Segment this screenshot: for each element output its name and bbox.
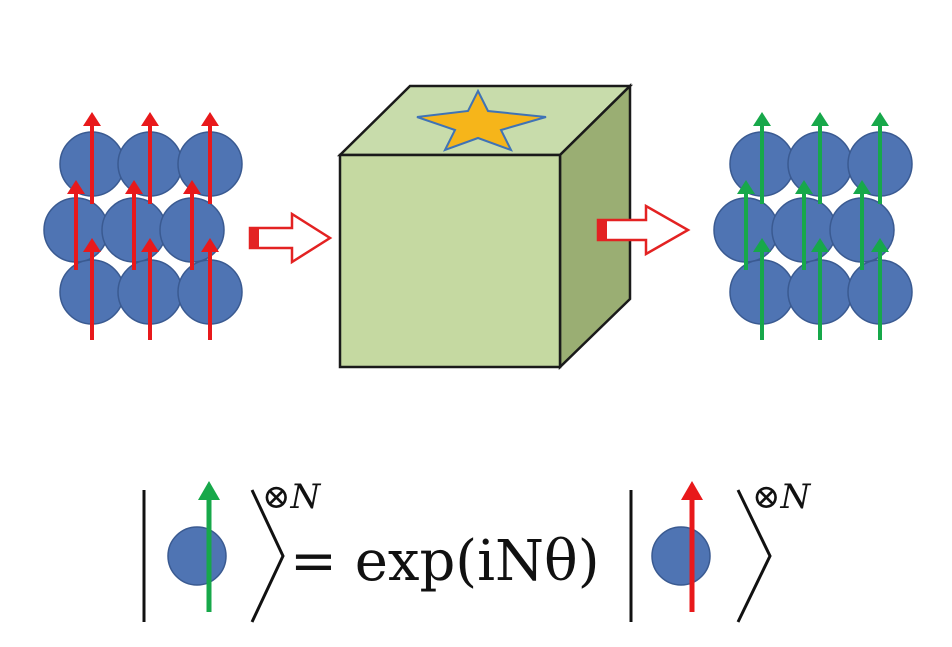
process-arrow-icon [248,211,333,265]
star-icon [416,88,547,152]
ket-angle-left [250,489,285,623]
input-spin-lattice [43,112,243,340]
ket-angle-right [736,489,772,623]
arrowhead-icon [141,112,159,126]
arrowhead-icon [871,112,889,126]
exponent-left: ⊗N [262,477,321,517]
arrowhead-icon [811,112,829,126]
spin-green-icon [167,481,227,612]
arrowhead-icon [811,238,829,252]
cube-front-face [338,153,562,369]
exponent-right: ⊗N [752,477,811,517]
arrowhead-icon [753,238,771,252]
arrowhead-icon [853,180,871,194]
arrowhead-icon [737,180,755,194]
black-box-cube [336,83,634,370]
arrowhead-icon [201,112,219,126]
state-equation: ⊗N = exp(iNθ) ⊗N [142,477,811,623]
spin-red-icon [651,481,711,612]
arrowhead-icon [871,238,889,252]
arrowhead-icon [125,180,143,194]
output-spin-lattice [713,112,913,340]
arrowhead-icon [67,180,85,194]
phase-factor: = exp(iNθ) [290,529,600,594]
arrowhead-icon [795,180,813,194]
arrowhead-icon [753,112,771,126]
arrowhead-icon [183,180,201,194]
arrowhead-icon [83,112,101,126]
arrowhead-icon [83,238,101,252]
arrowhead-icon [141,238,159,252]
arrowhead-icon [201,238,219,252]
process-arrow-icon [596,203,691,257]
